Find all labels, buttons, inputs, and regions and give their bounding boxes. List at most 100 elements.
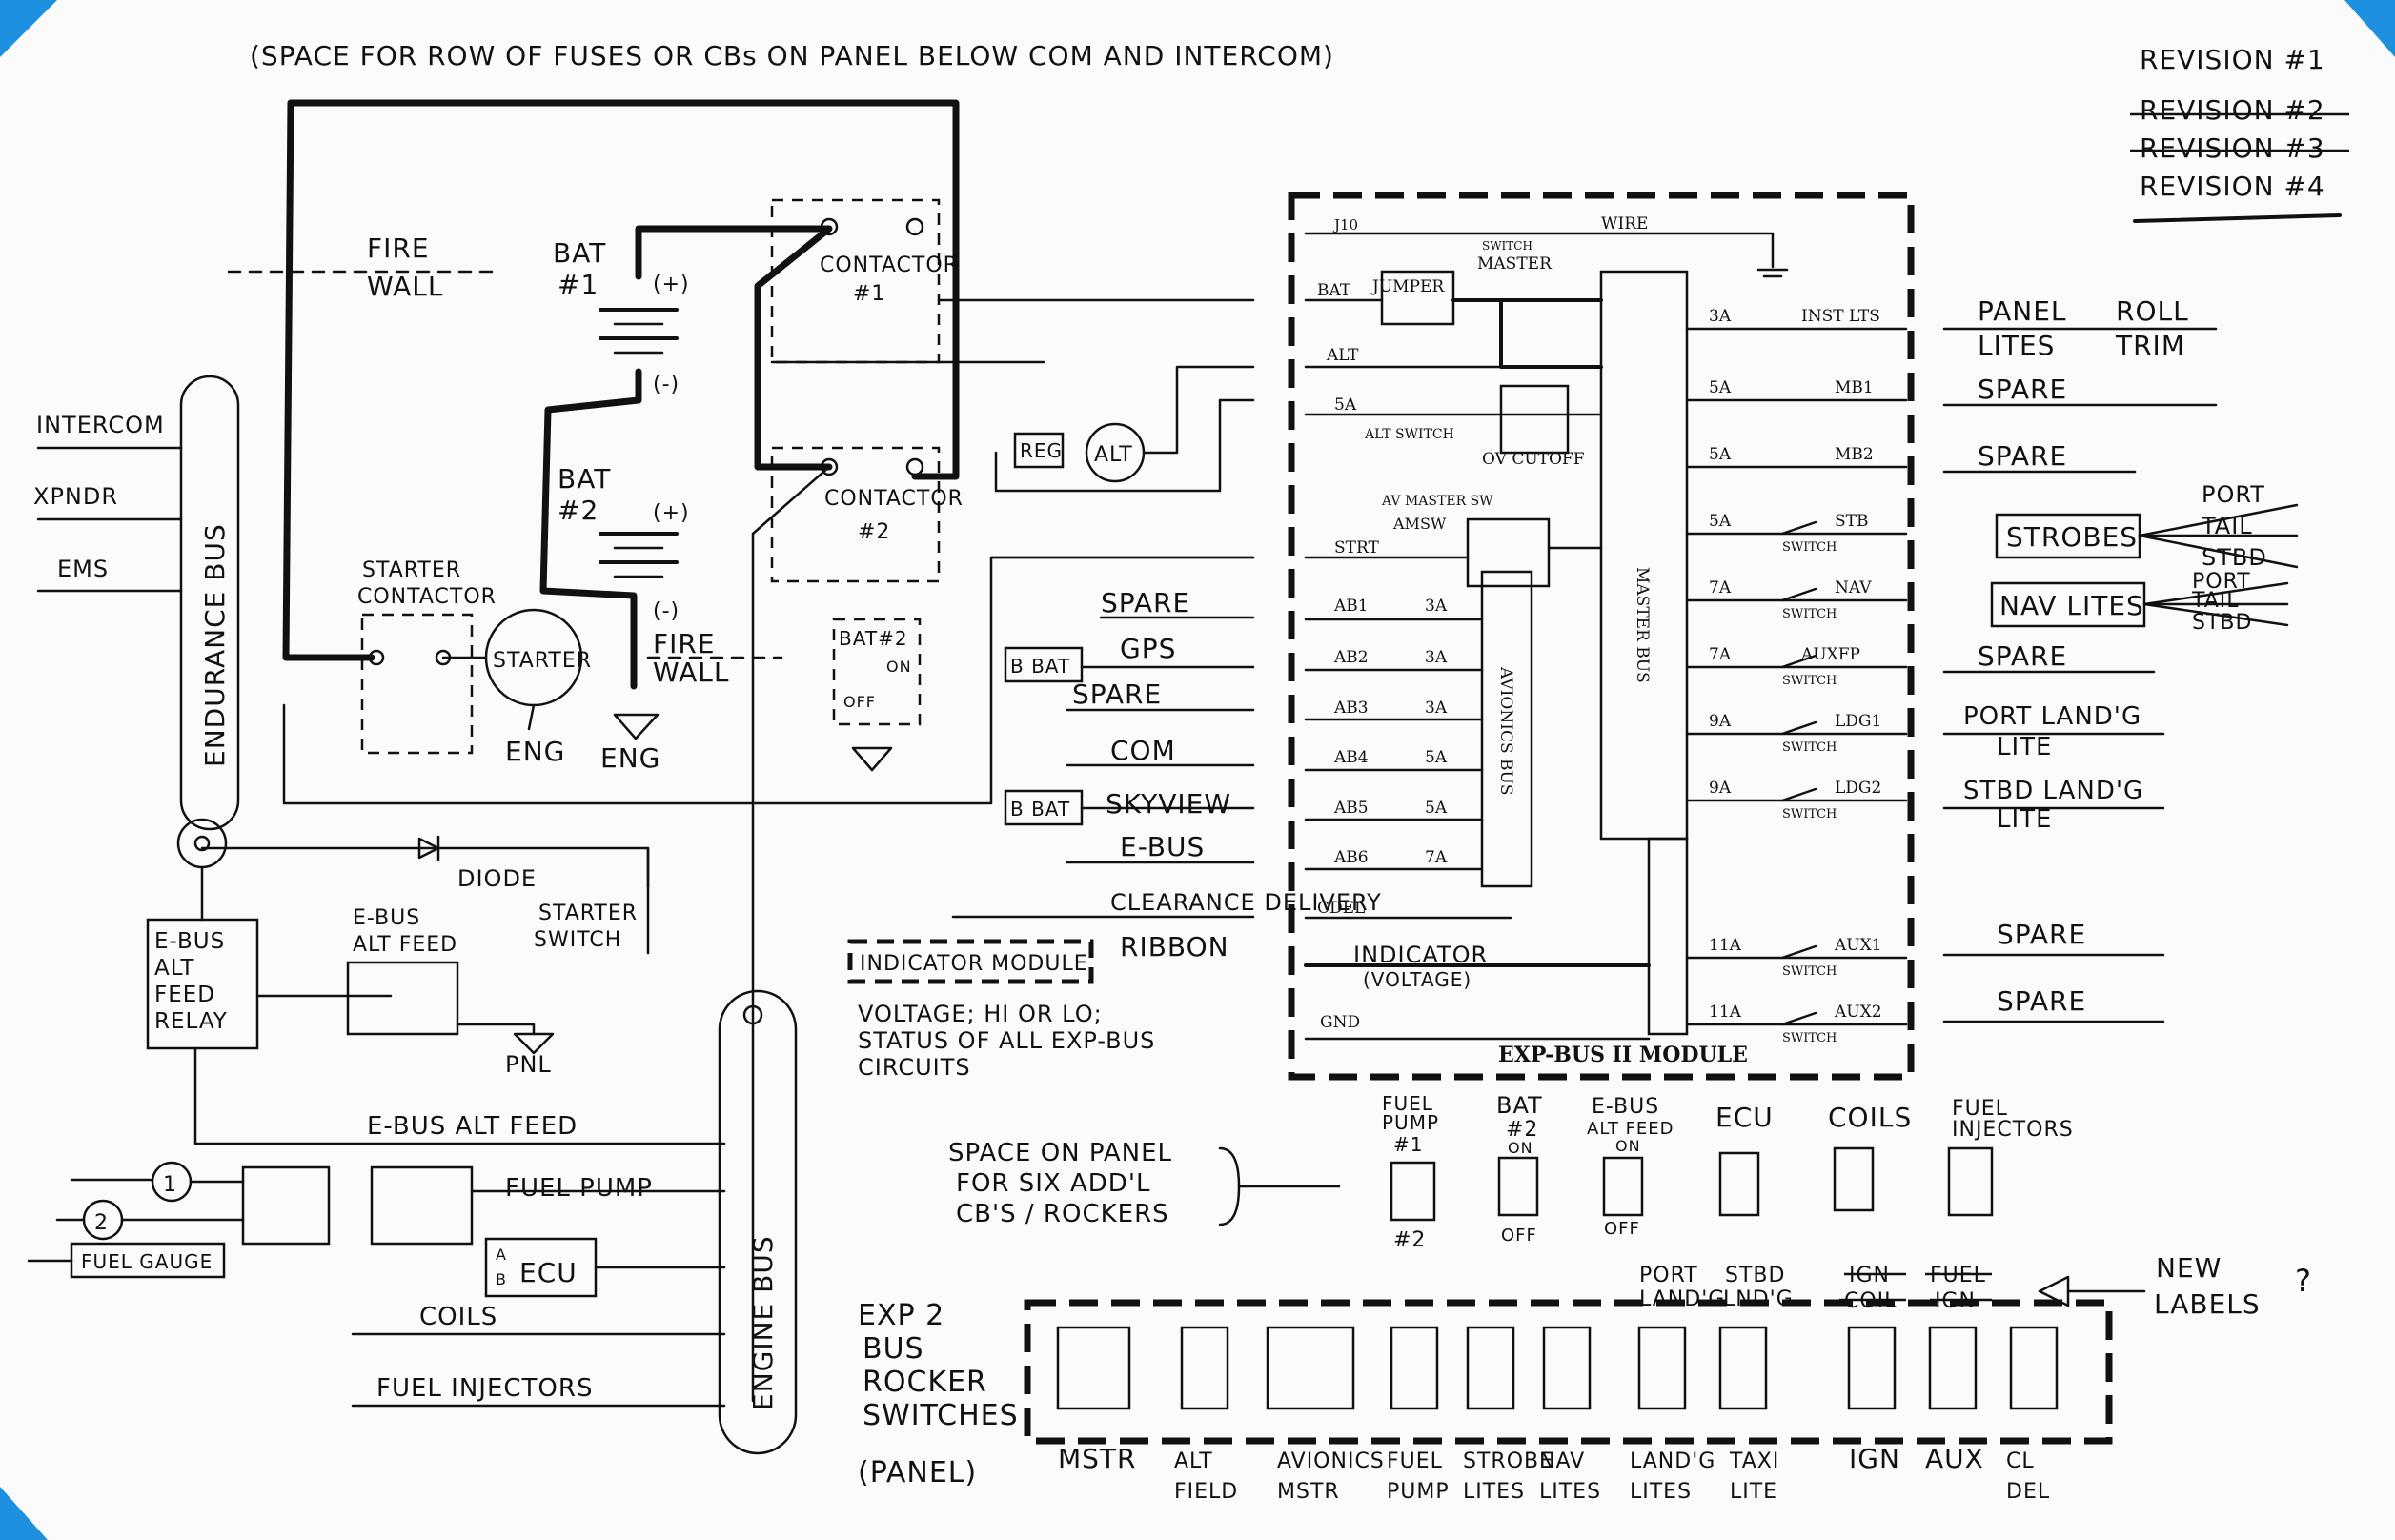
bat2-switch-box: [832, 618, 922, 726]
strobes-label: STROBES: [2006, 521, 2138, 553]
top-ign-2: COIL: [1844, 1289, 1897, 1313]
feed-skyview: SKYVIEW: [1106, 788, 1231, 820]
panel-note-1: SPACE ON PANEL: [948, 1139, 1172, 1167]
av-master-sw-label: AV MASTER SW: [1381, 494, 1493, 509]
engine-bus-label: ENGINE BUS: [747, 1235, 779, 1410]
exp2-rocker-1: [1056, 1326, 1131, 1410]
eb-ebus-alt-feed: E-BUS ALT FEED: [367, 1112, 578, 1141]
avionics-bus-bar: [1480, 570, 1533, 888]
exp2-bottom-label: FIELD: [1174, 1480, 1238, 1504]
exp2-label-2: BUS: [863, 1332, 924, 1366]
bbat-gps-label: B BAT: [1010, 655, 1070, 678]
pin-ab6: AB6: [1333, 848, 1369, 867]
pump1-switch: [241, 1165, 331, 1246]
output-amps: 5A: [1709, 378, 1732, 397]
exp2-bottom-label: LITES: [1539, 1480, 1601, 1504]
output-switch-icon: [1780, 654, 1817, 669]
rk-fp-2: PUMP: [1382, 1111, 1439, 1134]
pin-cdel: CDEL: [1317, 899, 1365, 918]
indicator-module-box: [847, 939, 1094, 984]
rk-bat2-2: #2: [1506, 1118, 1538, 1142]
top-port-1: PORT: [1639, 1264, 1698, 1287]
exp2-rocker-8: [1718, 1326, 1768, 1410]
exp-bus-module: EXP-BUS II MODULE MASTER BUS AVIONICS BU…: [1288, 192, 1915, 1081]
endurance-bus: ENDURANCE BUS INTERCOM XPNDR EMS: [33, 375, 240, 869]
bat2-switch-on: ON: [886, 658, 912, 676]
exp2-bottom-label: DEL: [2006, 1480, 2050, 1504]
rk-fp-3: #1: [1393, 1133, 1423, 1156]
spare-auxfp: SPARE: [1978, 640, 2067, 672]
ground-pnl-icon: [513, 1032, 555, 1055]
output-amps: 5A: [1709, 445, 1732, 464]
output-amps: 11A: [1709, 1003, 1742, 1022]
top-ign-1: IGN: [1849, 1264, 1890, 1287]
roll-trim-1: ROLL: [2116, 295, 2189, 327]
output-name: STB: [1835, 512, 1868, 531]
diode-label: DIODE: [457, 865, 537, 892]
rk-ebus-2: ALT FEED: [1587, 1119, 1674, 1139]
output-amps: 3A: [1709, 307, 1732, 326]
pin-strt: STRT: [1334, 538, 1379, 557]
ebus-relay-4: RELAY: [154, 1009, 228, 1034]
ground-eng-icon: [613, 713, 660, 740]
starter-label: STARTER: [493, 649, 592, 673]
pin-5a: 5A: [1334, 395, 1357, 415]
fuel-gauge-label: FUEL GAUGE: [81, 1250, 213, 1273]
exp2-bottom-label: FUEL: [1387, 1449, 1443, 1473]
rk-fp-4: #2: [1393, 1228, 1426, 1252]
bat2-switch-off: OFF: [843, 693, 876, 711]
exp2-bottom-label: LITES: [1630, 1480, 1692, 1504]
pin-ab3: AB3: [1333, 699, 1369, 718]
bat2-label-2: #2: [558, 495, 599, 526]
exp2-bottom-label: MSTR: [1277, 1480, 1340, 1504]
output-amps: 7A: [1709, 578, 1732, 598]
output-name: INST LTS: [1801, 307, 1880, 326]
pump2-switch: [370, 1165, 474, 1246]
firewall-top-1: FIRE: [367, 233, 430, 264]
panel-note-2: FOR SIX ADD'L: [956, 1169, 1150, 1198]
output-switch-label: SWITCH: [1782, 607, 1837, 621]
ab5-amps: 5A: [1425, 799, 1448, 818]
exp2-bottom-label: LAND'G: [1630, 1449, 1715, 1473]
ground-bat2-icon: [851, 746, 893, 772]
output-amps: 7A: [1709, 645, 1732, 664]
contactor-1-num: #1: [853, 282, 885, 306]
rk-inj-1: FUEL: [1952, 1097, 2008, 1121]
output-name: AUX1: [1834, 936, 1882, 955]
indicator-in-2: (VOLTAGE): [1363, 968, 1472, 991]
indicator-note-1: VOLTAGE; HI OR LO;: [858, 1001, 1103, 1027]
stbd-landing-1: STBD LAND'G: [1963, 777, 2143, 805]
new-labels-2: LABELS: [2154, 1288, 2261, 1320]
output-switch-label: SWITCH: [1782, 807, 1837, 821]
panel-note-3: CB'S / ROCKERS: [956, 1200, 1169, 1228]
pin-bat: BAT: [1317, 281, 1351, 300]
output-amps: 5A: [1709, 512, 1732, 531]
roll-trim-2: TRIM: [2115, 330, 2185, 361]
module-title: EXP-BUS II MODULE: [1498, 1043, 1748, 1067]
rk-ebus-4: OFF: [1604, 1219, 1640, 1239]
top-stbd-1: STBD: [1725, 1264, 1785, 1287]
panel-lites-1: PANEL: [1978, 295, 2066, 327]
diode-icon: [417, 837, 440, 860]
jumper-box: [1380, 270, 1455, 326]
module-outline: [1288, 192, 1915, 1081]
bat2-minus: (-): [653, 599, 680, 623]
output-switch-label: SWITCH: [1782, 740, 1837, 755]
eb-fuel-pump: FUEL PUMP: [505, 1174, 653, 1203]
rk-inj-2: INJECTORS: [1952, 1118, 2074, 1142]
bat2-plus: (+): [653, 501, 690, 525]
pin-alt: ALT: [1326, 346, 1359, 365]
port-landing-1: PORT LAND'G: [1963, 702, 2141, 731]
ebus-relay-2: ALT: [154, 956, 194, 981]
exp2-bottom-label: AVIONICS: [1277, 1449, 1385, 1473]
ebus-relay-3: FEED: [154, 983, 215, 1007]
output-switch-icon: [1780, 944, 1817, 960]
strobe-port: PORT: [2202, 481, 2265, 508]
panel-lites-2: LITES: [1978, 330, 2055, 361]
